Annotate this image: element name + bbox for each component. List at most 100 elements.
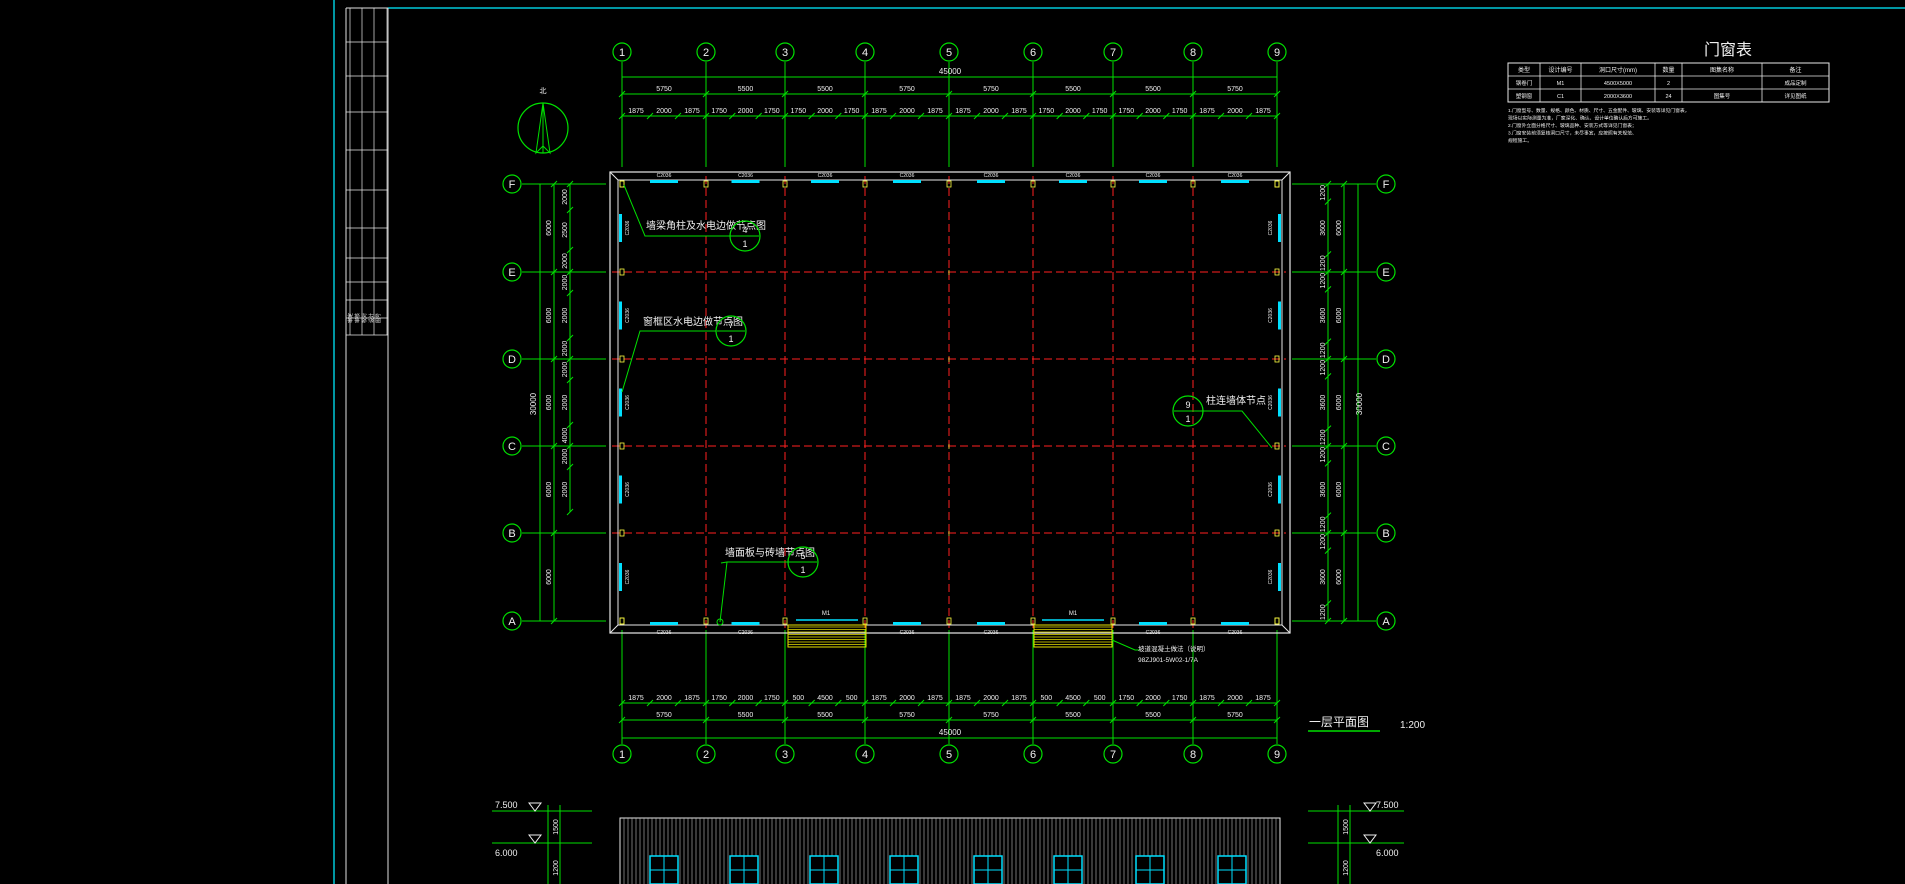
callout-2-num: 7 xyxy=(728,320,733,330)
dim-text: 1750 xyxy=(764,108,780,115)
window-right xyxy=(1278,475,1281,504)
dim-tick xyxy=(781,716,789,724)
dim-tick xyxy=(566,463,574,471)
elev-right-1: 7.500 xyxy=(1376,800,1399,810)
dim-text: 1750 xyxy=(711,108,727,115)
dim-tick xyxy=(1001,112,1009,120)
schedule-header: 数量 xyxy=(1662,66,1674,74)
dim-tick xyxy=(1324,338,1332,345)
dim-tick xyxy=(1340,268,1348,276)
grid-bubble xyxy=(1023,42,1043,62)
dim-text: 1200 xyxy=(1320,447,1327,463)
window-label: C2036 xyxy=(1066,173,1081,179)
grid-bubble xyxy=(502,174,522,194)
dim-text: 2000 xyxy=(562,189,569,205)
grid-bubble xyxy=(939,744,959,764)
column-mark xyxy=(782,617,788,625)
dim-text: 1750 xyxy=(711,695,727,702)
dim-text: 3600 xyxy=(1320,395,1327,411)
dim-text: 1875 xyxy=(628,695,644,702)
dim-text: 2000 xyxy=(738,108,754,115)
dim-tick xyxy=(1273,90,1281,98)
dim-tick xyxy=(1029,716,1037,724)
window-label: C2036 xyxy=(625,395,631,410)
column-mark xyxy=(1030,617,1036,625)
grid-bubble xyxy=(1376,523,1396,543)
grid-bubble-label: 5 xyxy=(946,749,952,761)
dim-text: 2000 xyxy=(562,449,569,465)
title-block-label: 图号 xyxy=(376,313,382,323)
callout-corner-column: 墙梁角柱及水电边做节点图 4 1 xyxy=(623,184,766,252)
window-bottom xyxy=(893,622,921,625)
dim-tick xyxy=(945,699,953,707)
window-label: C2036 xyxy=(900,173,915,179)
dim-tick xyxy=(1340,442,1348,450)
dim-tick xyxy=(1109,699,1117,707)
dim-text: 2000 xyxy=(562,395,569,411)
grid-bubble-label: A xyxy=(1382,616,1390,628)
column-mark xyxy=(1274,617,1280,625)
dim-text: 1875 xyxy=(628,108,644,115)
dim-tick xyxy=(781,699,789,707)
grid-bubble xyxy=(775,744,795,764)
column-mark xyxy=(1274,617,1280,625)
callout-4-text: 墙面板与砖墙节点图 xyxy=(725,546,815,559)
window-label: C2036 xyxy=(1146,630,1161,636)
dim-text: 5750 xyxy=(899,86,915,93)
callout-window-area: 窗框区水电边做节点图 7 1 xyxy=(621,315,747,393)
callout-wall-panel: 墙面板与砖墙节点图 5 1 xyxy=(716,546,819,626)
grid-bubble-label: 8 xyxy=(1190,749,1196,761)
ramp-note-2: 98ZJ901-5W02-1/7A xyxy=(1138,657,1199,664)
elevation-marker-left: 7.500 6.000 1500 1200 xyxy=(492,800,592,884)
dim-tick xyxy=(1082,112,1090,120)
dim-text: 2000 xyxy=(983,108,999,115)
window-label: C2036 xyxy=(738,630,753,636)
callout-3-text: 柱连墙体节点 xyxy=(1206,394,1266,407)
dim-tick xyxy=(945,716,953,724)
dim-text: 5750 xyxy=(899,712,915,719)
dim-tick xyxy=(702,90,710,98)
column-mark xyxy=(703,180,709,188)
dim-text: 2000 xyxy=(562,308,569,324)
grid-bubble xyxy=(696,744,716,764)
dim-tick xyxy=(861,716,869,724)
dim-tick xyxy=(618,112,626,120)
dim-tick xyxy=(1273,716,1281,724)
dim-text: 2000 xyxy=(1145,108,1161,115)
dim-tick xyxy=(674,112,682,120)
dim-text: 5500 xyxy=(1145,86,1161,93)
window-right xyxy=(1278,301,1281,330)
dim-text: 5500 xyxy=(738,86,754,93)
dim-text: 5500 xyxy=(1065,86,1081,93)
dim-text: 3600 xyxy=(1320,482,1327,498)
dim-tick xyxy=(889,699,897,707)
elev-dim-right-1: 1500 xyxy=(1343,819,1350,835)
dim-tick xyxy=(1324,600,1332,607)
dim-text: 6000 xyxy=(546,395,553,411)
window-label: C2036 xyxy=(625,569,631,584)
schedule-border xyxy=(1507,62,1830,103)
dim-text: 5750 xyxy=(656,712,672,719)
dim-text: 500 xyxy=(792,695,804,702)
dim-tick xyxy=(1324,512,1332,519)
dim-text: 1875 xyxy=(871,695,887,702)
dim-text: 1200 xyxy=(1320,273,1327,289)
dim-text: 1875 xyxy=(1011,108,1027,115)
dim-tick xyxy=(1324,251,1332,258)
dim-text: 2000 xyxy=(1227,108,1243,115)
wall-outer xyxy=(609,171,1291,634)
grid-bubble-label: 4 xyxy=(862,47,868,59)
grid-bubble-label: 8 xyxy=(1190,47,1196,59)
dim-tick xyxy=(1109,112,1117,120)
callout-2-text: 窗框区水电边做节点图 xyxy=(643,315,743,328)
wall-corner xyxy=(1281,171,1291,181)
ramp-outline xyxy=(787,624,867,648)
dim-tick xyxy=(1162,112,1170,120)
column-mark xyxy=(1274,180,1280,188)
schedule-note: 现场以实际测量为准，厂家深化、确认、设计单位确认后方可施工。 xyxy=(1508,115,1652,122)
facade-outline xyxy=(619,817,1281,884)
column-mark: I xyxy=(948,270,950,277)
column-mark xyxy=(1274,355,1280,363)
window-label: C2036 xyxy=(1228,630,1243,636)
